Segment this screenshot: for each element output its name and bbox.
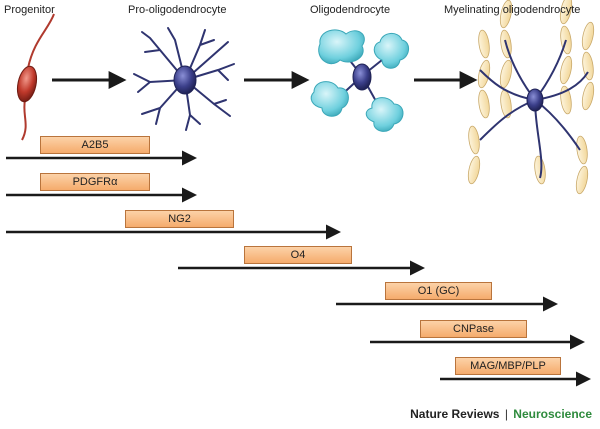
progenitor-cell-icon: [16, 13, 55, 141]
journal-credit: Nature Reviews | Neuroscience: [410, 407, 592, 421]
stage-label-pro-oligodendrocyte: Pro-oligodendrocyte: [128, 4, 227, 16]
marker-a2b5: A2B5: [40, 136, 150, 154]
myelin-sheath: [581, 21, 595, 51]
marker-o4: O4: [244, 246, 352, 264]
marker-o1-gc: O1 (GC): [385, 282, 492, 300]
myelin-sheath: [582, 51, 594, 81]
myelin-sheath: [559, 55, 573, 85]
myelin-sheath: [534, 155, 546, 185]
myelin-sheath: [499, 59, 513, 89]
myelin-sheath: [581, 81, 595, 111]
oligodendrocyte-icon: [310, 29, 409, 132]
myelin-sheath: [559, 0, 573, 25]
stage-label-myelinating-oligodendrocyte: Myelinating oligodendrocyte: [444, 4, 581, 16]
credit-separator: |: [504, 407, 508, 421]
marker-cnpase: CNPase: [420, 320, 527, 338]
myelin-sheath: [499, 0, 513, 29]
myelin-sheath: [468, 125, 480, 155]
myelin-sheath: [467, 155, 481, 185]
credit-journal: Nature Reviews: [410, 407, 500, 421]
marker-ng2: NG2: [125, 210, 234, 228]
marker-pdgfra: PDGFRα: [40, 173, 150, 191]
marker-arrows: [6, 150, 591, 387]
stage-label-oligodendrocyte: Oligodendrocyte: [310, 4, 391, 16]
stage-label-progenitor: Progenitor: [4, 4, 55, 16]
myelinating-oligodendrocyte-icon: [467, 0, 595, 195]
credit-field: Neuroscience: [513, 407, 592, 421]
myelin-sheath: [575, 165, 589, 195]
myelin-sheath: [576, 135, 588, 165]
myelin-sheath: [478, 89, 490, 119]
pro-oligodendrocyte-icon: [133, 27, 235, 131]
myelin-sheath: [478, 29, 490, 59]
marker-mag-mbp-plp: MAG/MBP/PLP: [455, 357, 561, 375]
